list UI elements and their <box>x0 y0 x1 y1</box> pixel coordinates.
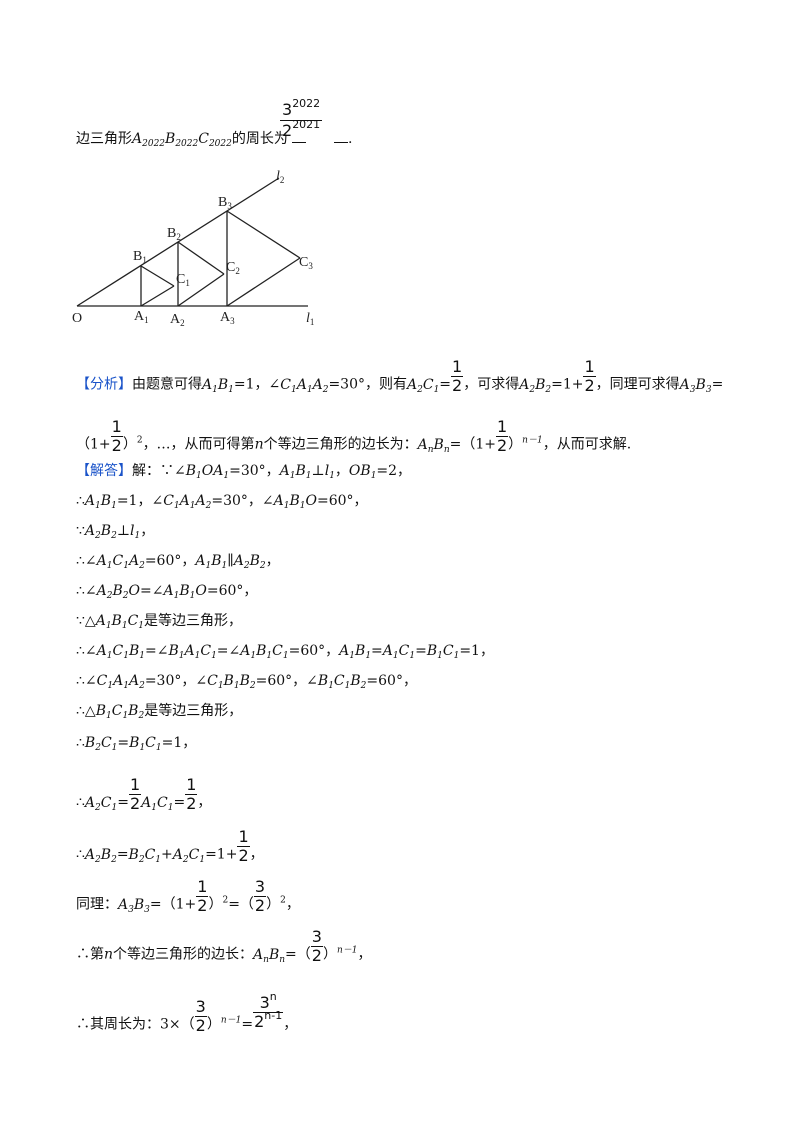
answer-fraction: 32022 22021 <box>280 97 323 140</box>
solution-line-5: ∴∠A2B2O=∠A1B1O=60°， <box>76 583 258 601</box>
solution-line-1: 【解答】解：∵∠B1OA1=30°，A1B1⊥l1，OB1=2， <box>76 463 412 481</box>
solution-line-2: ∴A1B1=1，∠C1A1A2=30°，∠A1B1O=60°， <box>76 493 368 511</box>
solution-line-8: ∴∠C1A1A2=30°，∠C1B1B2=60°，∠B1C1B2=60°， <box>76 673 417 691</box>
answer-line: 边三角形A2022B2022C2022的周长为 <box>76 130 307 149</box>
analysis-tag: 【分析】 <box>76 376 132 393</box>
label-l2: l2 <box>276 169 284 185</box>
label-C1: C1 <box>176 272 190 288</box>
triangle-name: A2022B2022C2022 <box>132 131 232 149</box>
solution-line-6: ∵△A1B1C1是等边三角形， <box>76 613 243 631</box>
answer-end: . <box>334 130 352 148</box>
solution-line-4: ∴∠A1C1A2=60°，A1B1∥A2B2， <box>76 553 280 571</box>
label-l1: l1 <box>306 311 314 327</box>
label-B3: B3 <box>218 195 232 211</box>
solution-tag: 【解答】 <box>76 463 132 479</box>
solution-line-10: ∴B2C1=B1C1=1， <box>76 735 197 753</box>
text: 的周长为 <box>231 131 288 147</box>
label-B2: B2 <box>167 226 181 242</box>
text: 边三角形 <box>76 131 132 147</box>
label-A1: A1 <box>134 309 149 325</box>
label-A2: A2 <box>170 312 185 328</box>
label-C2: C2 <box>226 260 240 276</box>
solution-line-7: ∴∠A1C1B1=∠B1A1C1=∠A1B1C1=60°，A1B1=A1C1=B… <box>76 643 494 661</box>
label-A3: A3 <box>220 310 235 326</box>
label-B1: B1 <box>133 249 147 265</box>
solution-line-3: ∵A2B2⊥l1， <box>76 523 155 541</box>
blank-left <box>292 132 307 143</box>
label-C3: C3 <box>299 255 313 271</box>
label-O: O <box>72 311 82 326</box>
solution-line-9: ∴△B1C1B2是等边三角形， <box>76 703 243 721</box>
